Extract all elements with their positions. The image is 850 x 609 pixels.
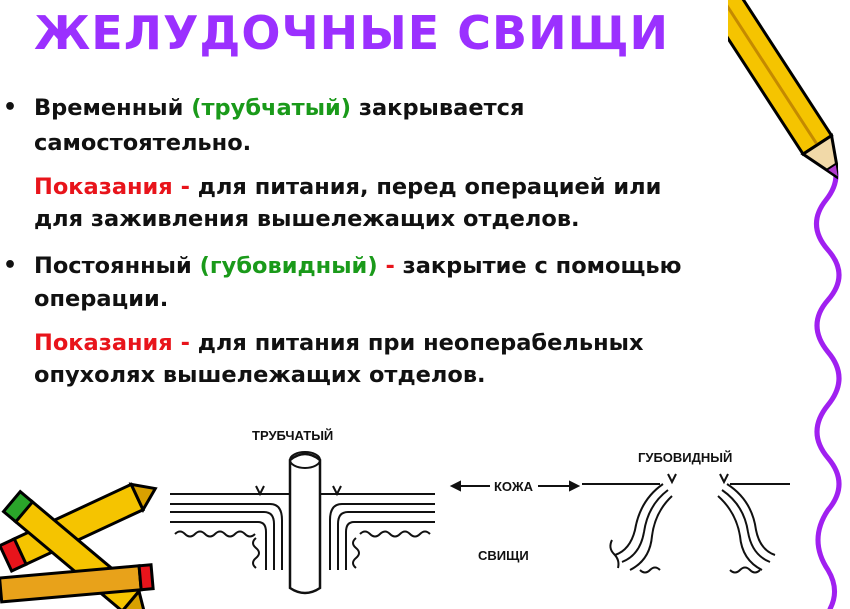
list-item-temporary: • Временный (трубчатый) закрывается само…	[0, 92, 800, 250]
crayon-icon	[0, 482, 158, 609]
item-lead: Постоянный	[34, 253, 200, 279]
item-line: операции.	[34, 283, 168, 315]
bullet: •	[3, 253, 18, 278]
indication-line2: для заживления вышележащих отделов.	[34, 206, 580, 232]
indication-line: для заживления вышележащих отделов.	[34, 203, 580, 235]
diagram-label-tubular: ТРУБЧАТЫЙ	[252, 428, 333, 443]
item-type: (трубчатый)	[191, 95, 352, 121]
list-item-permanent: • Постоянный (губовидный) - закрытие с п…	[0, 250, 800, 410]
item-line2: самостоятельно.	[34, 130, 252, 156]
item-rest: закрывается	[351, 95, 525, 121]
fistula-list: • Временный (трубчатый) закрывается само…	[0, 92, 800, 410]
item-type: (губовидный)	[199, 253, 378, 279]
pencil-icon	[728, 0, 838, 182]
item-line: Временный (трубчатый) закрывается	[34, 92, 524, 124]
bullet: •	[3, 95, 18, 120]
indication-line: опухолях вышележащих отделов.	[34, 359, 486, 391]
page-title: ЖЕЛУДОЧНЫЕ СВИЩИ	[34, 6, 670, 60]
item-rest: закрытие с помощью	[394, 253, 682, 279]
item-dash: -	[377, 253, 395, 279]
indication-line: Показания - для питания, перед операцией…	[34, 171, 661, 203]
diagram-label-fistulas: СВИЩИ	[478, 548, 529, 563]
indication-label: Показания -	[34, 174, 190, 200]
indication-line2: опухолях вышележащих отделов.	[34, 362, 486, 388]
item-line: Постоянный (губовидный) - закрытие с пом…	[34, 250, 682, 282]
indication-line: Показания - для питания при неоперабельн…	[34, 327, 644, 359]
diagram-label-labial: ГУБОВИДНЫЙ	[638, 450, 732, 465]
indication-label: Показания -	[34, 330, 190, 356]
item-line: самостоятельно.	[34, 127, 251, 159]
item-line2: операции.	[34, 286, 169, 312]
indication-text: для питания, перед операцией или	[189, 174, 662, 200]
indication-text: для питания при неоперабельных	[189, 330, 644, 356]
item-lead: Временный	[34, 95, 192, 121]
fistula-diagram: ТРУБЧАТЫЙ ГУБОВИДНЫЙ КОЖА СВИЩИ	[170, 428, 790, 595]
diagram-label-skin: КОЖА	[494, 479, 534, 494]
